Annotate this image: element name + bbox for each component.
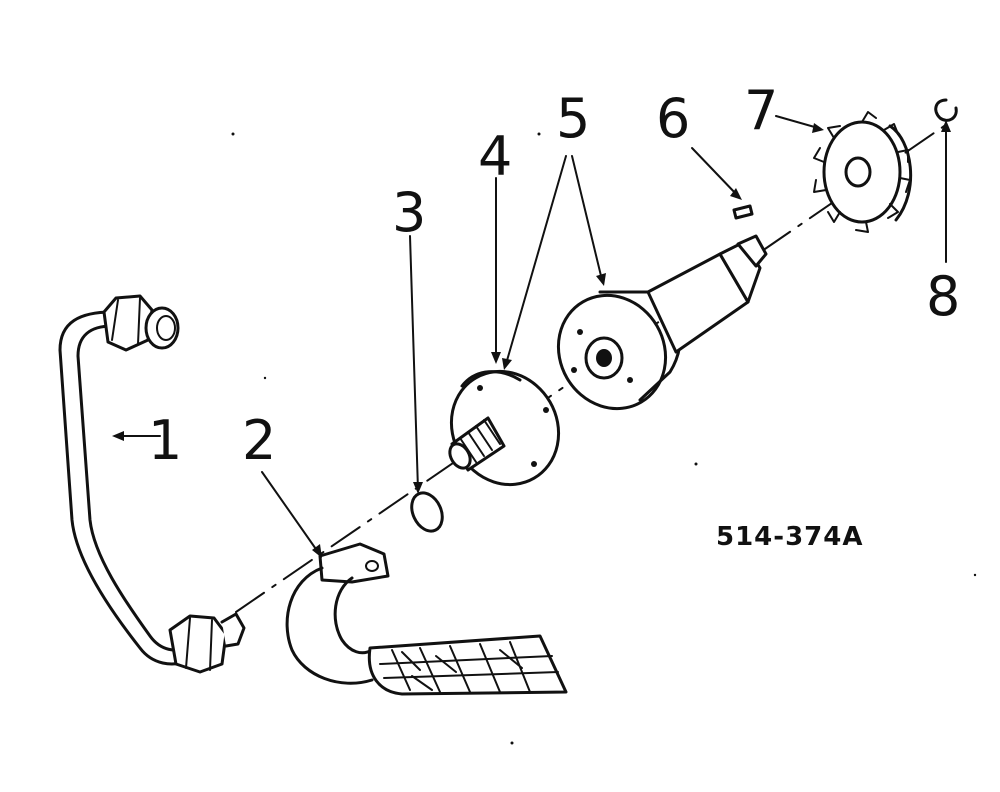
callout-6: 6 (656, 87, 691, 150)
suction-pipe-with-screen-icon (285, 542, 568, 696)
oil-tube-icon (58, 294, 246, 674)
drive-gear-icon (813, 111, 913, 233)
callout-4: 4 (478, 125, 513, 188)
callout-8: 8 (926, 265, 961, 328)
pump-body-icon (556, 234, 768, 411)
callout-1: 1 (148, 409, 183, 472)
print-specks (231, 132, 977, 745)
o-ring-icon (410, 491, 444, 533)
leader-lines (112, 115, 951, 558)
woodruff-key-icon (732, 204, 754, 220)
callout-7: 7 (744, 79, 779, 142)
callout-5: 5 (556, 87, 591, 150)
figure-reference-code: 514-374A (716, 522, 864, 552)
pump-cover-icon (448, 369, 561, 487)
callout-3: 3 (392, 181, 427, 244)
snap-ring-icon (934, 98, 958, 122)
callout-2: 2 (242, 409, 277, 472)
